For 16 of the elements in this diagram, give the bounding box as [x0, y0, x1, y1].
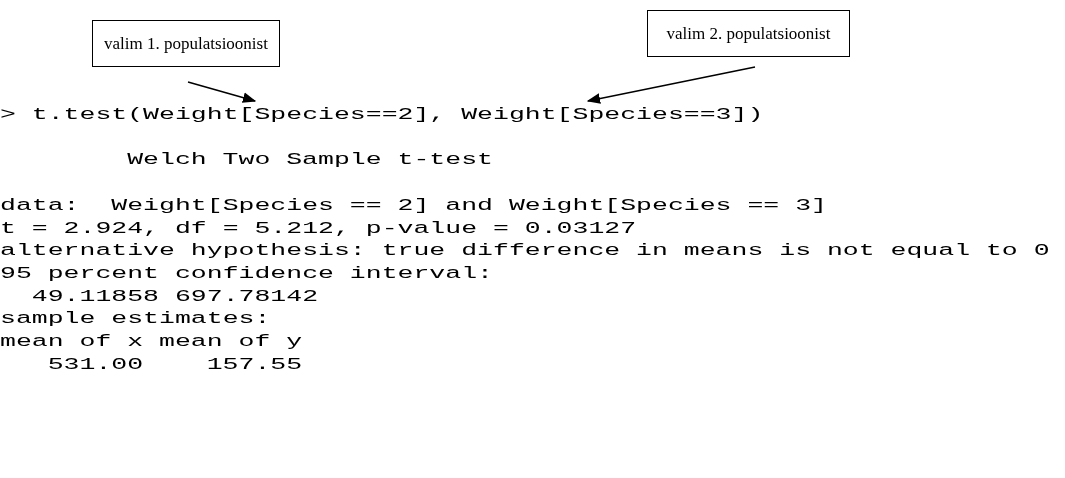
output-line: alternative hypothesis: true difference in means is not equal to 0 [0, 243, 1050, 258]
callout-box [92, 20, 280, 67]
callout-text: valim 1. populatsioonist [104, 33, 268, 54]
callout-box [647, 10, 850, 57]
arrow [187, 81, 257, 103]
output-line: 49.11858 697.78142 [31, 288, 319, 304]
output-heading: Welch Two Sample t-test [127, 152, 493, 167]
arrow [586, 66, 756, 104]
output-line: 531.00 157.55 [47, 357, 303, 372]
output-line: data: Weight[Species == 2] and Weight[Species == 3] [0, 198, 827, 213]
output-line: t = 2.924, df = 5.212, p-value = 0.03127 [0, 220, 637, 236]
callout-text: valim 2. populatsioonist [666, 23, 831, 44]
code-line: > t.test(Weight[Species==2], Weight[Species==3]) [0, 107, 764, 122]
output-line: sample estimates: [0, 311, 271, 326]
output-line: 95 percent confidence interval: [0, 266, 493, 281]
output-line: mean of x mean of y [0, 334, 303, 349]
